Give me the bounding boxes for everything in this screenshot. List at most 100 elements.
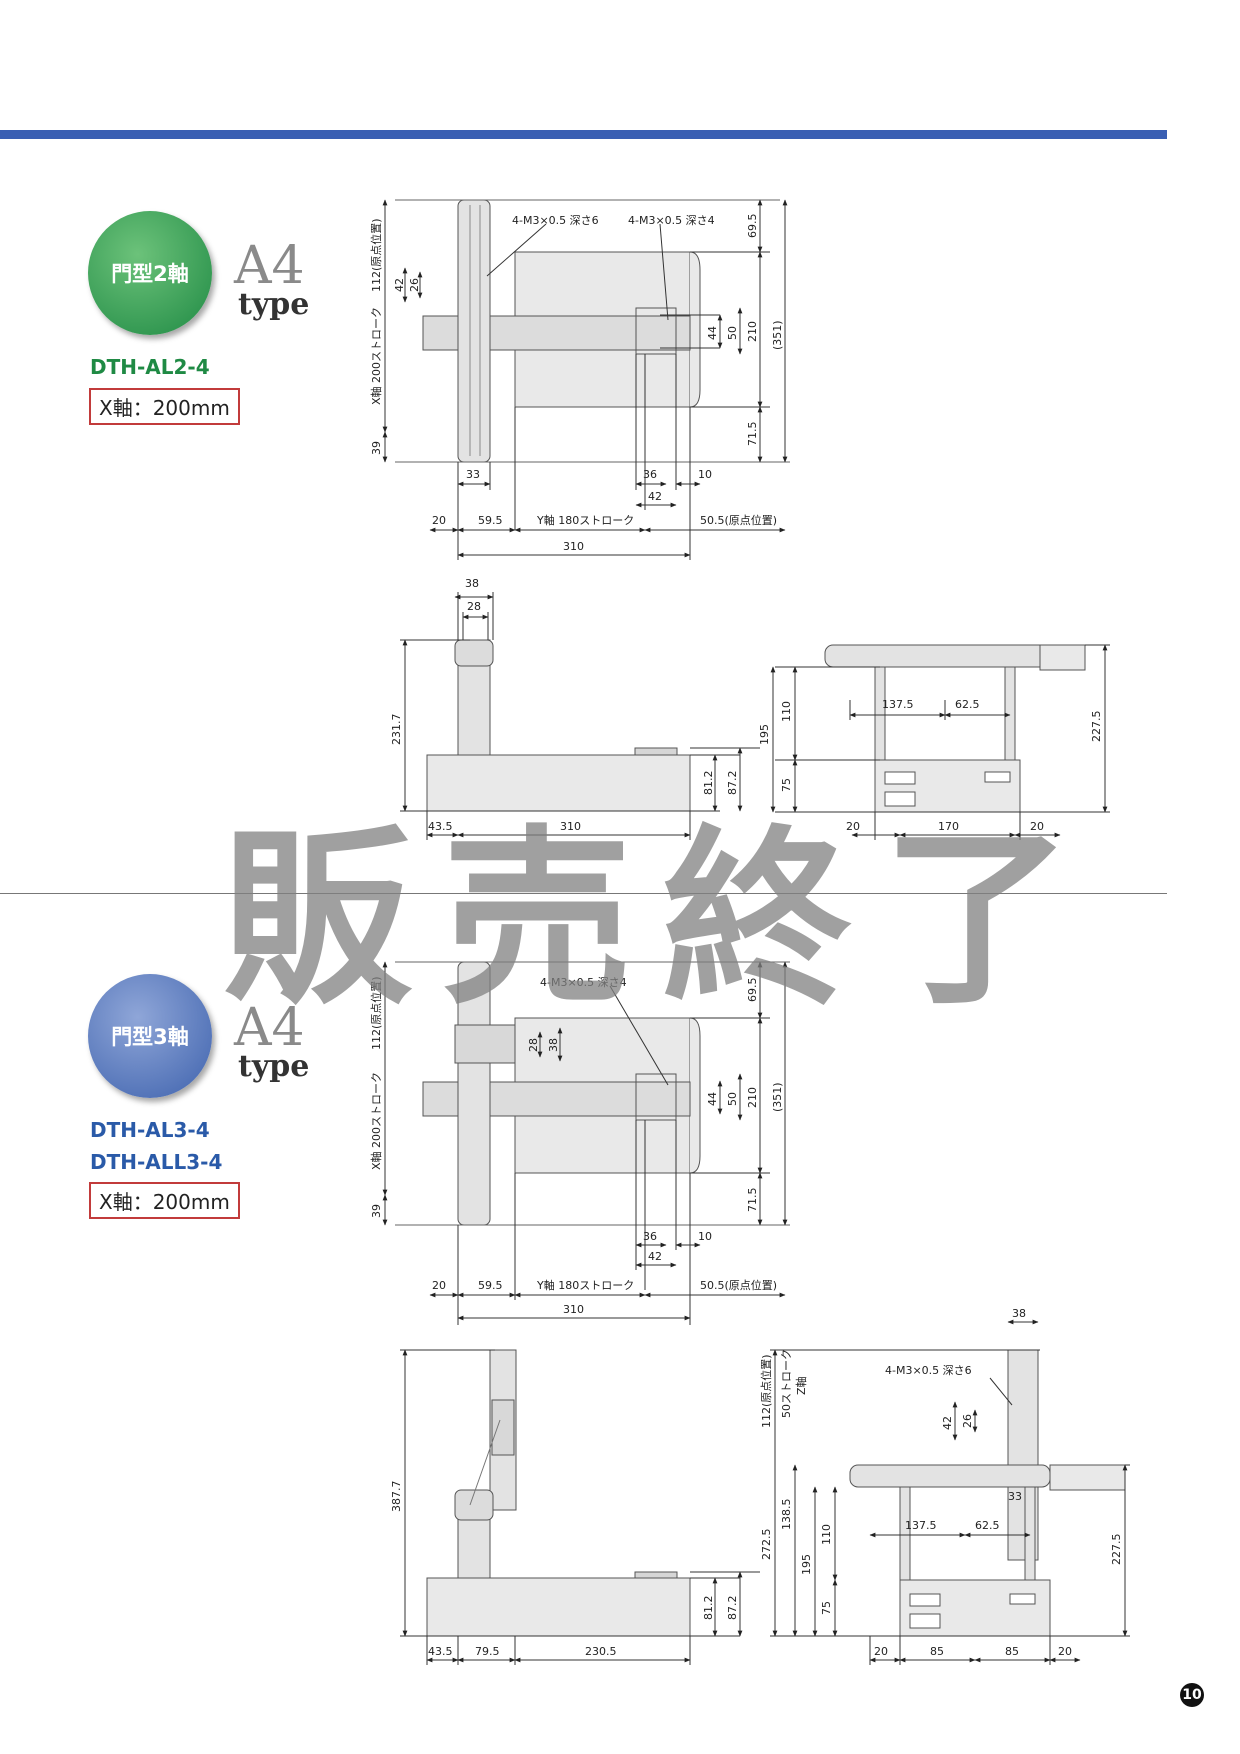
top-front-view [770, 644, 1110, 840]
dim-label: 20 [432, 514, 446, 527]
discontinued-watermark: 販売終了 [222, 809, 1103, 1030]
dim-label: 110 [780, 701, 793, 722]
dim-label: 71.5 [746, 422, 759, 447]
dim-label: 138.5 [780, 1499, 793, 1531]
dim-label: 110 [820, 1524, 833, 1545]
model-name: DTH-AL3-4 [90, 1118, 210, 1142]
dim-label: 231.7 [390, 714, 403, 746]
dim-label: 39 [370, 441, 383, 455]
dim-label: 42 [941, 1416, 954, 1430]
dim-label: 4-M3×0.5 深さ6 [885, 1364, 972, 1377]
dim-label: (351) [771, 320, 784, 350]
dim-label: 137.5 [882, 698, 914, 711]
dim-label: 81.2 [702, 1596, 715, 1621]
section-badge-2axis: 門型2軸 [88, 211, 212, 335]
bottom-side-view [400, 1349, 760, 1665]
dim-label: (351) [771, 1082, 784, 1112]
type-label: A4 type [234, 236, 310, 322]
dim-label: Y軸 180ストローク [536, 513, 634, 527]
dim-label: 28 [527, 1038, 540, 1052]
dim-label: 20 [1030, 820, 1044, 833]
top-plan-view [382, 199, 790, 560]
header-bar [0, 130, 1167, 139]
dim-label: 227.5 [1110, 1534, 1123, 1566]
dim-label: 20 [846, 820, 860, 833]
section-badge-3axis: 門型3軸 [88, 974, 212, 1098]
type-small: type [238, 287, 310, 322]
dim-label: 85 [1005, 1645, 1019, 1658]
dim-label: 44 [706, 1092, 719, 1106]
dim-label: 310 [560, 820, 581, 833]
dim-label: 210 [746, 1087, 759, 1108]
dim-label: 26 [408, 278, 421, 292]
dim-label: 85 [930, 1645, 944, 1658]
dim-label: 195 [800, 1554, 813, 1575]
dim-label: 87.2 [726, 771, 739, 796]
dim-label: 4-M3×0.5 深さ6 [512, 214, 599, 227]
dim-label: 170 [938, 820, 959, 833]
dim-label: 50 [726, 1092, 739, 1106]
dim-label: 79.5 [475, 1645, 500, 1658]
dim-label: 28 [467, 600, 481, 613]
dim-label: 33 [1008, 1490, 1022, 1503]
bottom-front-labels: 38 4-M3×0.5 深さ6 112(原点位置) 50ストローク Z軸 42 … [759, 1307, 1123, 1658]
dim-label: 43.5 [428, 820, 453, 833]
dim-label: 20 [1058, 1645, 1072, 1658]
page-number: 10 [1180, 1683, 1204, 1707]
dim-label: 227.5 [1090, 711, 1103, 743]
dim-label: Z軸 [794, 1376, 808, 1395]
dim-label: 112(原点位置) [759, 1354, 773, 1428]
dim-label: 272.5 [760, 1529, 773, 1561]
dim-label: 36 [643, 468, 657, 481]
dim-label: 62.5 [955, 698, 980, 711]
top-side-labels: 38 28 231.7 81.2 87.2 43.5 310 [390, 577, 739, 833]
type-big: A4 [234, 236, 305, 296]
dim-label: 26 [961, 1414, 974, 1428]
bottom-plan-labels: 4-M3×0.5 深さ4 112(原点位置) X軸 200ストローク 28 38… [369, 976, 784, 1316]
dim-label: 387.7 [390, 1481, 403, 1513]
top-side-view [400, 592, 760, 840]
spec-box: X軸：200mm [89, 1182, 240, 1219]
dim-label: 50.5(原点位置) [700, 1278, 777, 1292]
dim-label: 59.5 [478, 514, 503, 527]
dim-label: 36 [643, 1230, 657, 1243]
dim-label: 10 [698, 1230, 712, 1243]
dim-label: 38 [547, 1038, 560, 1052]
dim-label: 112(原点位置) [369, 976, 383, 1050]
model-name: DTH-AL2-4 [90, 355, 210, 379]
dim-label: 59.5 [478, 1279, 503, 1292]
type-label: A4 type [234, 998, 310, 1084]
dim-label: 87.2 [726, 1596, 739, 1621]
dim-label: 210 [746, 321, 759, 342]
dim-label: 43.5 [428, 1645, 453, 1658]
dim-label: Y軸 180ストローク [536, 1278, 634, 1292]
dim-label: 310 [563, 540, 584, 553]
type-small: type [238, 1049, 310, 1084]
dim-label: 310 [563, 1303, 584, 1316]
bottom-side-labels: 387.7 81.2 87.2 43.5 79.5 230.5 [390, 1481, 739, 1659]
dim-label: 71.5 [746, 1188, 759, 1213]
dim-label: 69.5 [746, 978, 759, 1003]
dim-label: 75 [780, 778, 793, 792]
dim-label: 42 [648, 490, 662, 503]
dim-label: 33 [466, 468, 480, 481]
dim-label: 62.5 [975, 1519, 1000, 1532]
dim-label: 4-M3×0.5 深さ4 [540, 976, 627, 989]
type-big: A4 [234, 998, 305, 1058]
dim-label: 4-M3×0.5 深さ4 [628, 214, 715, 227]
dim-label: 20 [874, 1645, 888, 1658]
dim-label: 39 [370, 1204, 383, 1218]
dim-label: 230.5 [585, 1645, 617, 1658]
dim-label: 195 [758, 724, 771, 745]
dim-label: 69.5 [746, 214, 759, 239]
bottom-front-view [770, 1319, 1130, 1665]
dim-label: 50.5(原点位置) [700, 513, 777, 527]
dim-label: X軸 200ストローク [369, 1072, 383, 1170]
model-name: DTH-ALL3-4 [90, 1150, 223, 1174]
dim-label: X軸 200ストローク [369, 307, 383, 405]
dim-label: 50ストローク [780, 1349, 793, 1418]
dim-label: 10 [698, 468, 712, 481]
dim-label: 20 [432, 1279, 446, 1292]
dim-label: 81.2 [702, 771, 715, 796]
